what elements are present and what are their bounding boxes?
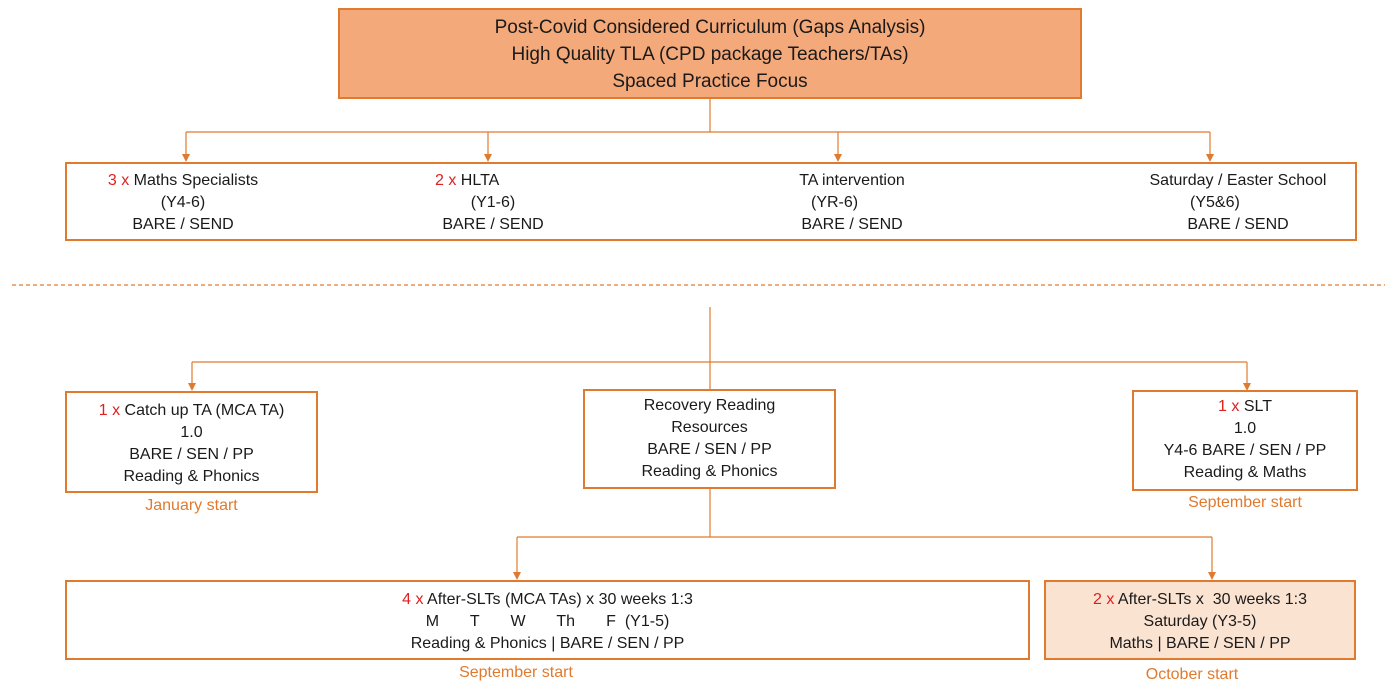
- arrowhead: [513, 572, 521, 580]
- column-title: HLTA: [460, 172, 500, 189]
- column-title: TA intervention: [799, 172, 905, 189]
- column-years: (Y5&6): [1190, 194, 1240, 211]
- curriculum-line-1: Post-Covid Considered Curriculum (Gaps A…: [494, 17, 926, 38]
- slt-box: 1 x SLT 1.0 Y4-6 BARE / SEN / PP Reading…: [1132, 390, 1358, 491]
- count-label: 2 x: [1092, 591, 1115, 608]
- arrowhead: [188, 383, 196, 391]
- box-line-1: Recovery Reading: [643, 397, 776, 414]
- ta-intervention-column: TA intervention (YR-6) BARE / SEND: [767, 170, 937, 236]
- box-groups: Y4-6 BARE / SEN / PP: [1163, 442, 1327, 459]
- column-years: (Y4-6): [160, 194, 206, 211]
- staffing-row-box: 3 x Maths Specialists (Y4-6) BARE / SEND…: [65, 162, 1357, 241]
- arrowhead: [182, 154, 190, 162]
- after-slts-start-note: September start: [459, 664, 573, 681]
- box-title: Catch up TA (MCA TA): [124, 402, 285, 419]
- hlta-column: 2 x HLTA (Y1-6) BARE / SEND: [413, 170, 573, 236]
- box-focus: Reading & Phonics: [123, 468, 260, 485]
- curriculum-box: Post-Covid Considered Curriculum (Gaps A…: [338, 8, 1082, 99]
- saturday-easter-column: Saturday / Easter School (Y5&6) BARE / S…: [1127, 170, 1349, 236]
- catch-up-ta-box: 1 x Catch up TA (MCA TA) 1.0 BARE / SEN …: [65, 391, 318, 493]
- recovery-reading-box: Recovery Reading Resources BARE / SEN / …: [583, 389, 836, 489]
- after-slts-box: 4 x After-SLTs (MCA TAs) x 30 weeks 1:3 …: [65, 580, 1030, 660]
- column-years: (Y1-6): [470, 194, 516, 211]
- count-label: 1 x: [1218, 398, 1240, 415]
- saturday-slts-start-note: October start: [1145, 666, 1239, 683]
- box-fte: 1.0: [1233, 420, 1257, 437]
- maths-specialists-column: 3 x Maths Specialists (Y4-6) BARE / SEND: [75, 170, 291, 236]
- box-groups: BARE / SEN / PP: [647, 441, 772, 458]
- arrowhead: [1206, 154, 1214, 162]
- count-label: 3 x: [107, 172, 130, 189]
- column-title: Saturday / Easter School: [1149, 172, 1327, 189]
- box-line-2: Resources: [671, 419, 748, 436]
- box-groups: BARE / SEN / PP: [129, 446, 254, 463]
- column-groups: BARE / SEND: [1187, 216, 1289, 233]
- box-focus: Reading & Phonics | BARE / SEN / PP: [410, 635, 685, 652]
- box-title: After-SLTs x 30 weeks 1:3: [1117, 591, 1308, 608]
- curriculum-line-3: Spaced Practice Focus: [612, 71, 808, 92]
- box-fte: 1.0: [180, 424, 203, 441]
- slt-start-note: September start: [1188, 494, 1302, 511]
- column-groups: BARE / SEND: [801, 216, 903, 233]
- box-title: After-SLTs (MCA TAs) x 30 weeks 1:3: [427, 591, 693, 608]
- column-groups: BARE / SEND: [442, 216, 544, 233]
- saturday-slts-box: 2 x After-SLTs x 30 weeks 1:3 Saturday (…: [1044, 580, 1356, 660]
- box-title: SLT: [1243, 398, 1272, 415]
- count-label: 1 x: [98, 402, 121, 419]
- arrowhead: [1243, 383, 1251, 391]
- arrowhead: [834, 154, 842, 162]
- curriculum-line-2: High Quality TLA (CPD package Teachers/T…: [511, 44, 909, 65]
- count-label: 2 x: [435, 172, 457, 189]
- box-focus: Reading & Maths: [1183, 464, 1307, 481]
- box-focus: Reading & Phonics: [641, 463, 778, 480]
- arrowhead: [484, 154, 492, 162]
- box-days: M T W Th F (Y1-5): [425, 613, 670, 630]
- box-focus: Maths | BARE / SEN / PP: [1109, 635, 1291, 652]
- count-label: 4 x: [402, 591, 424, 608]
- column-title: Maths Specialists: [133, 172, 259, 189]
- arrowhead: [1208, 572, 1216, 580]
- column-years: (YR-6): [811, 194, 859, 211]
- column-groups: BARE / SEND: [132, 216, 234, 233]
- box-days: Saturday (Y3-5): [1143, 613, 1257, 630]
- catch-up-start-note: January start: [145, 497, 238, 514]
